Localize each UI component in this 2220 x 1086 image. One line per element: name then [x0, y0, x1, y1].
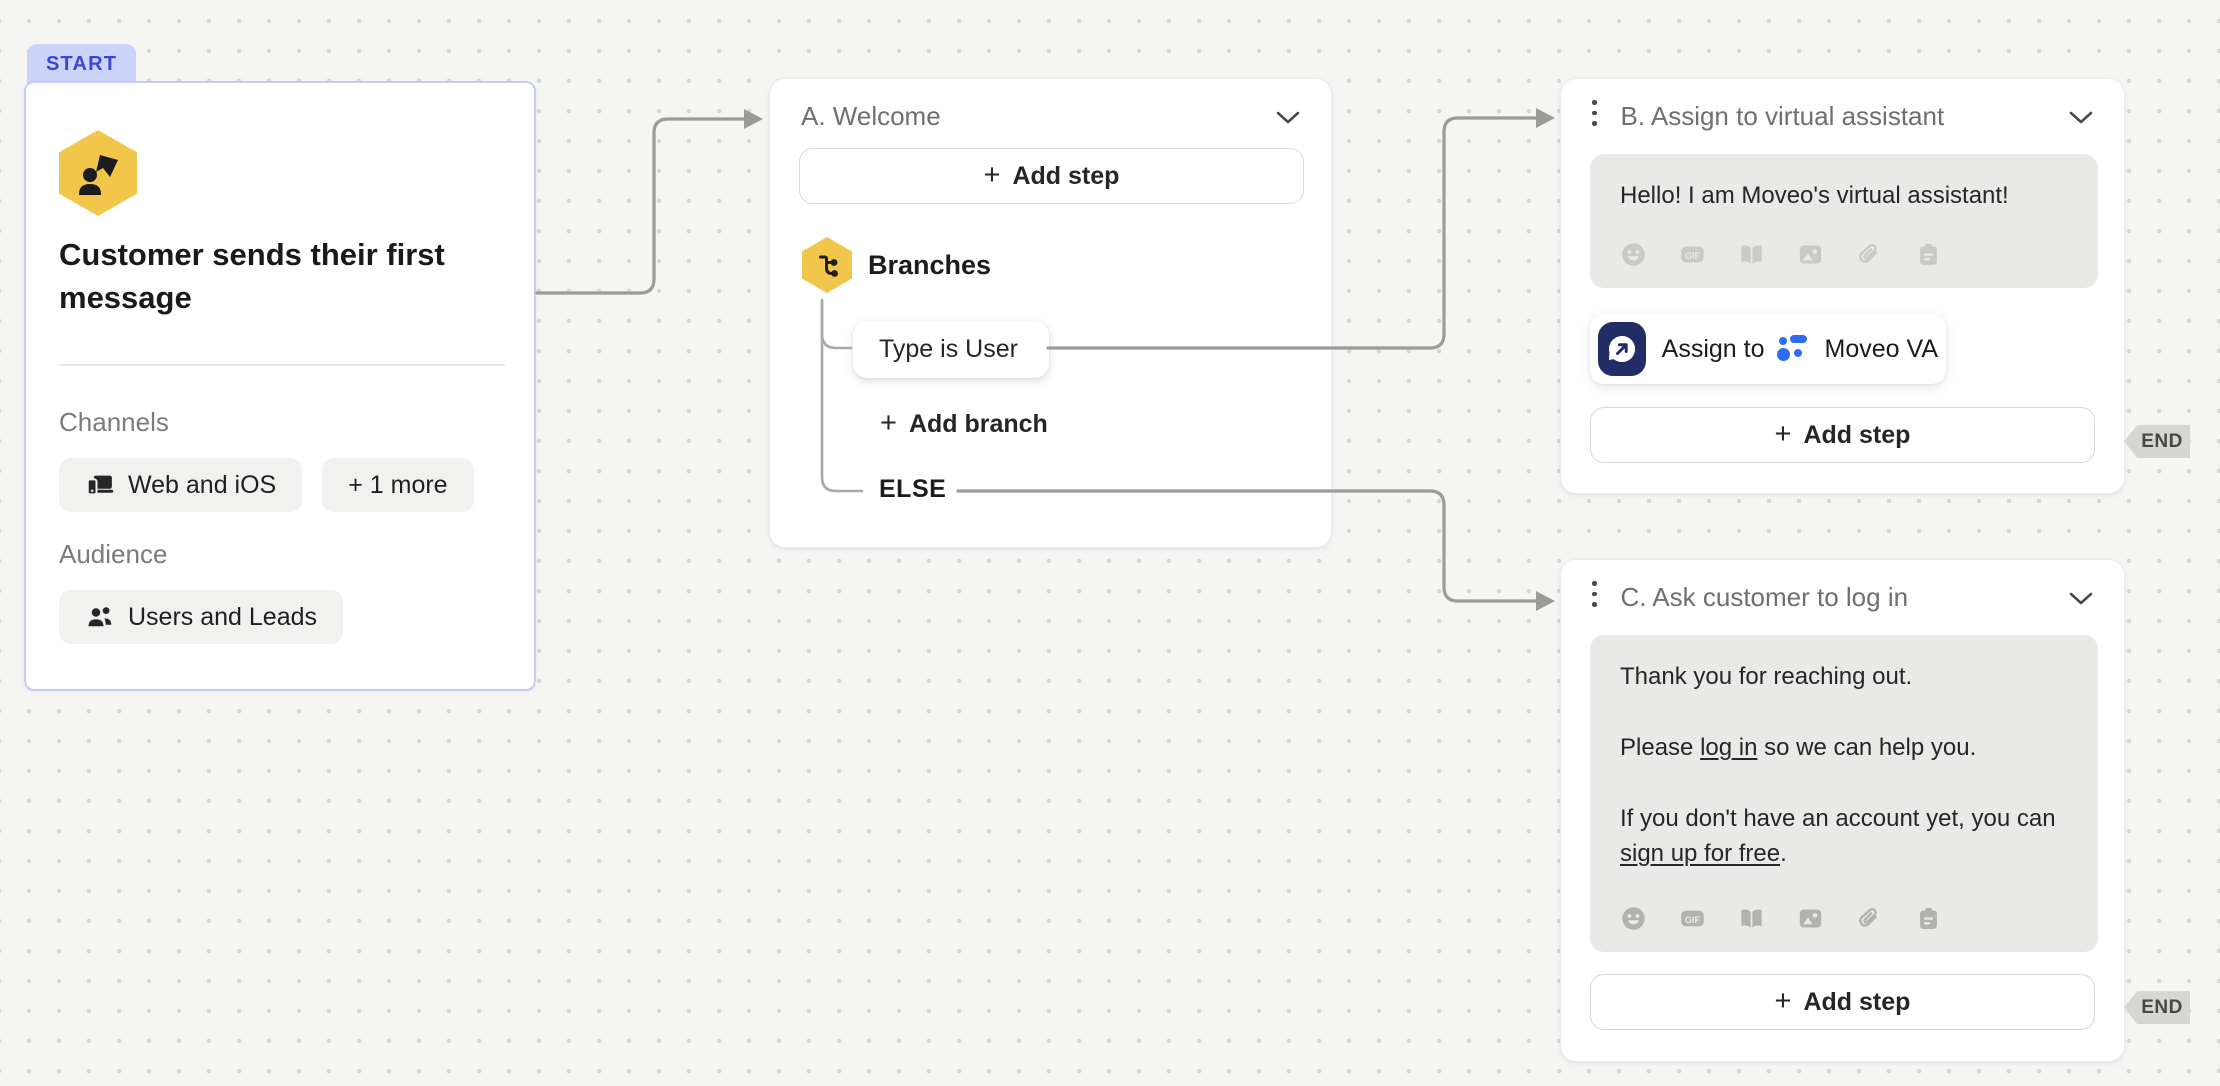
message-bubble-b[interactable]: Hello! I am Moveo's virtual assistant! G… — [1590, 154, 2098, 288]
plus-icon: + — [983, 158, 1001, 191]
chevron-down-icon[interactable] — [1276, 111, 1300, 124]
carousel-icon[interactable] — [1738, 241, 1765, 268]
add-step-button-a[interactable]: + Add step — [799, 148, 1304, 204]
audience-label: Audience — [59, 539, 168, 569]
emoji-icon[interactable] — [1620, 905, 1647, 932]
chevron-down-icon[interactable] — [2069, 111, 2093, 124]
drag-handle-icon[interactable] — [1592, 581, 1597, 607]
devices-icon — [85, 470, 115, 500]
plus-icon: + — [1774, 417, 1792, 450]
add-step-button-c[interactable]: + Add step — [1590, 974, 2095, 1030]
step-node-a-welcome[interactable]: A. Welcome + Add step Branches Type is U… — [769, 78, 1332, 548]
channel-chip-web-ios[interactable]: Web and iOS — [59, 458, 303, 512]
audience-chip-label: Users and Leads — [128, 602, 318, 631]
end-badge-c: END — [2124, 991, 2190, 1024]
branch-chip-type-is-user[interactable]: Type is User — [853, 321, 1049, 378]
channel-chip-more[interactable]: + 1 more — [322, 458, 474, 512]
arrowhead-c — [1536, 591, 1555, 611]
wire-start-to-a — [535, 117, 746, 295]
message-paragraph-2: Please log in so we can help you. — [1620, 734, 1977, 761]
step-node-b-assign[interactable]: B. Assign to virtual assistant Hello! I … — [1560, 78, 2125, 494]
survey-icon[interactable] — [1915, 905, 1942, 932]
users-icon — [85, 602, 115, 632]
node-b-title: B. Assign to virtual assistant — [1620, 100, 1945, 131]
carousel-icon[interactable] — [1738, 905, 1765, 932]
branch-chip-label: Type is User — [879, 335, 1018, 363]
add-step-label: Add step — [1012, 161, 1120, 190]
gif-icon[interactable]: GIF — [1679, 905, 1706, 932]
add-step-label: Add step — [1803, 987, 1911, 1016]
sign-up-link[interactable]: sign up for free — [1620, 840, 1781, 867]
assign-action-card[interactable]: Assign to Moveo VA — [1590, 314, 1946, 384]
svg-text:GIF: GIF — [1685, 915, 1701, 925]
plus-icon: + — [880, 407, 897, 439]
else-branch-label[interactable]: ELSE — [879, 475, 947, 503]
divider — [59, 364, 505, 366]
arrowhead-b — [1536, 108, 1555, 128]
arrowhead-a — [744, 109, 763, 129]
emoji-icon[interactable] — [1620, 241, 1647, 268]
svg-text:GIF: GIF — [1685, 251, 1701, 261]
step-node-c-login[interactable]: C. Ask customer to log in Thank you for … — [1560, 559, 2125, 1062]
add-step-label: Add step — [1803, 420, 1911, 449]
drag-handle-icon[interactable] — [1592, 100, 1597, 126]
message-bubble-c[interactable]: Thank you for reaching out. Please log i… — [1590, 635, 2098, 952]
message-paragraph-3: If you don't have an account yet, you ca… — [1620, 805, 2056, 867]
attachment-icon[interactable] — [1856, 241, 1883, 268]
moveo-logo-icon — [1776, 334, 1813, 364]
start-badge: START — [27, 44, 137, 88]
attachment-icon[interactable] — [1856, 905, 1883, 932]
image-icon[interactable] — [1797, 905, 1824, 932]
channels-label: Channels — [59, 407, 169, 437]
node-c-title: C. Ask customer to log in — [1620, 581, 1909, 612]
add-branch-label: Add branch — [908, 410, 1048, 438]
gif-icon[interactable]: GIF — [1679, 241, 1706, 268]
assign-prefix: Assign to — [1661, 334, 1765, 363]
branches-label: Branches — [868, 249, 992, 280]
plus-icon: + — [1774, 984, 1792, 1017]
channel-more-label: + 1 more — [348, 470, 448, 499]
node-a-title: A. Welcome — [801, 100, 941, 131]
trigger-node-customer-first-message[interactable]: Customer sends their first message Chann… — [24, 81, 536, 691]
message-text: Hello! I am Moveo's virtual assistant! — [1620, 182, 2009, 209]
channel-chip-label: Web and iOS — [128, 470, 277, 499]
message-paragraph-1: Thank you for reaching out. — [1620, 663, 1913, 690]
audience-chip[interactable]: Users and Leads — [59, 590, 344, 644]
image-icon[interactable] — [1797, 241, 1824, 268]
log-in-link[interactable]: log in — [1700, 734, 1758, 761]
survey-icon[interactable] — [1915, 241, 1942, 268]
person-arrow-icon — [59, 130, 137, 216]
add-step-button-b[interactable]: + Add step — [1590, 407, 2095, 463]
assign-target: Moveo VA — [1824, 334, 1938, 363]
trigger-title: Customer sends their first message — [59, 237, 445, 315]
add-branch-button[interactable]: + Add branch — [880, 407, 1048, 439]
branches-icon — [802, 237, 852, 293]
chevron-down-icon[interactable] — [2069, 592, 2093, 605]
end-badge-b: END — [2124, 425, 2190, 458]
assign-icon — [1598, 322, 1646, 376]
